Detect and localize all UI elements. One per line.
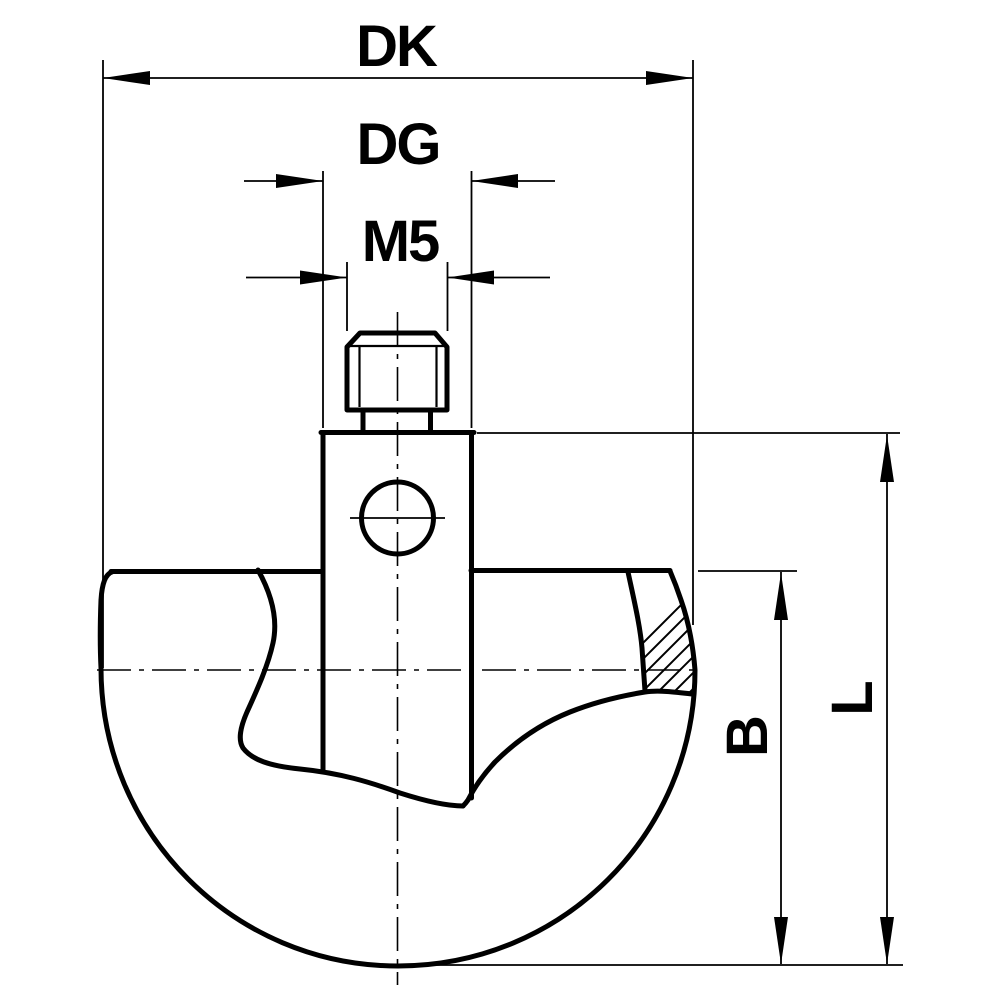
section-hatch	[628, 571, 694, 694]
disc-outline	[97, 568, 698, 969]
l-arrow-top	[880, 435, 894, 482]
break-line-left	[237, 567, 466, 809]
dimension-m5: M5	[246, 209, 550, 285]
dk-arrow-left	[103, 71, 150, 85]
dg-arrow-right	[471, 174, 518, 188]
dk-arrow-right	[646, 71, 693, 85]
hex-screw	[344, 330, 450, 434]
stem	[318, 430, 477, 801]
b-arrow-bottom	[774, 917, 788, 964]
l-label: L	[820, 682, 885, 716]
m5-arrow-right	[447, 270, 494, 285]
dk-label: DK	[356, 14, 438, 79]
extension-lines	[102, 60, 903, 966]
dimension-dg: DG	[244, 112, 555, 188]
dimension-b: B	[715, 572, 788, 964]
section-boundary	[625, 569, 648, 694]
m5-arrow-left	[300, 270, 347, 285]
dimension-dk: DK	[103, 14, 693, 85]
hex-head-outline	[344, 330, 450, 413]
dg-arrow-left	[276, 174, 323, 188]
disc	[97, 567, 698, 969]
cross-hole	[359, 479, 436, 557]
break-line-right	[460, 688, 695, 809]
dimension-l: L	[820, 434, 894, 964]
b-arrow-top	[774, 573, 788, 620]
centerlines	[97, 312, 700, 985]
b-label: B	[715, 717, 780, 757]
m5-label: M5	[362, 209, 439, 274]
dg-label: DG	[357, 112, 440, 177]
l-arrow-bottom	[880, 917, 894, 964]
